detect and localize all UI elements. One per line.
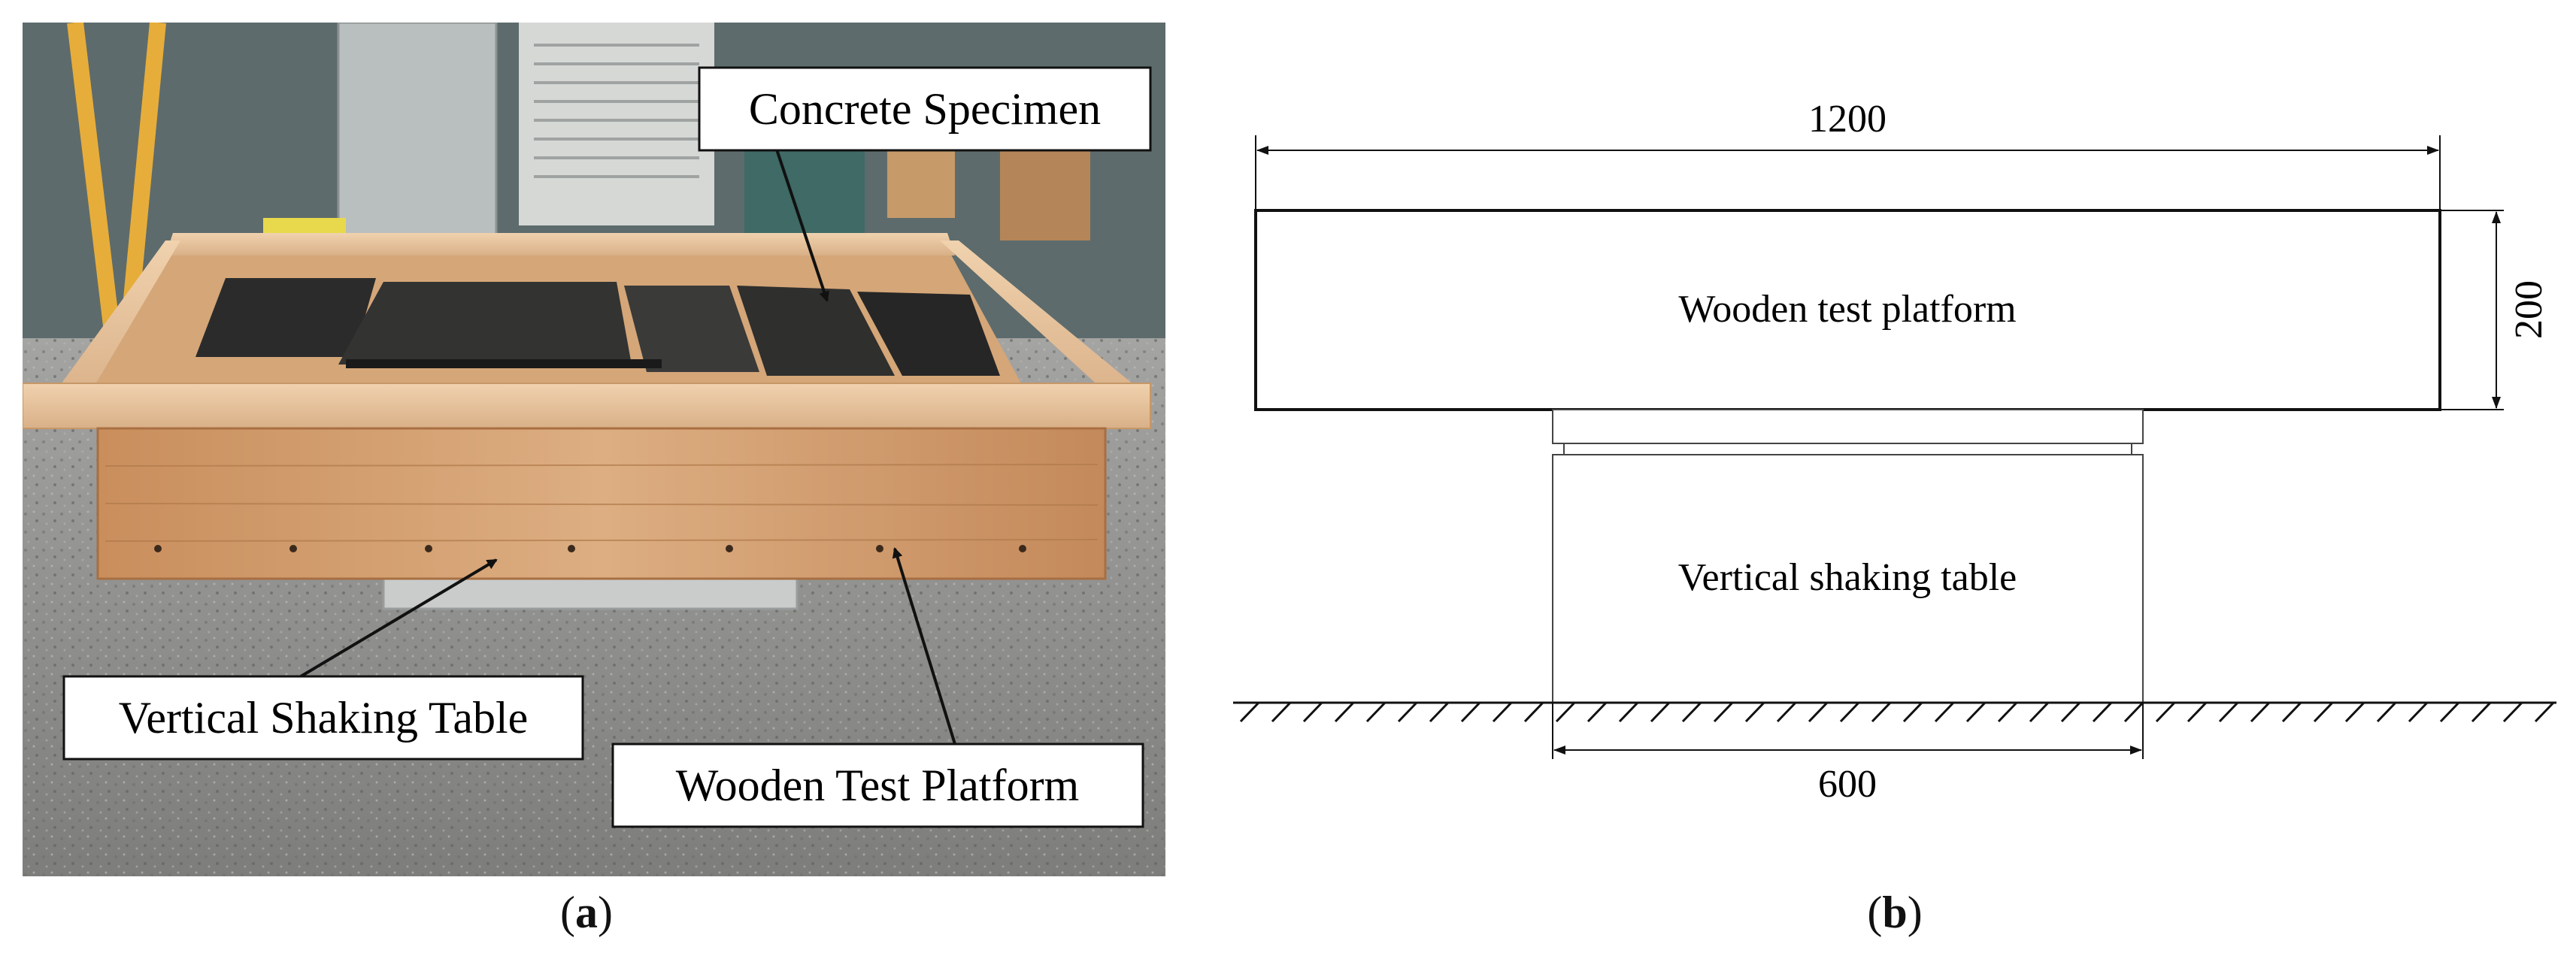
dimension-label-200: 200 xyxy=(2508,280,2550,339)
hatch-stroke xyxy=(2313,701,2334,723)
callout-shaking-table-text: Vertical Shaking Table xyxy=(119,693,529,743)
shaking-table-box xyxy=(1552,454,2144,703)
shaking-table-leader xyxy=(299,558,498,678)
screw-holes xyxy=(154,545,1026,552)
callout-vertical-shaking-table: Vertical Shaking Table xyxy=(62,675,584,761)
schematic-drawing: 1200 Wooden test platform 200 Vertical s… xyxy=(1233,98,2556,806)
hatch-stroke xyxy=(1713,701,1734,723)
hatch-stroke xyxy=(2155,701,2176,723)
hatch-stroke xyxy=(1397,701,1418,723)
caption-b: (b) xyxy=(1867,888,1923,937)
connector-plate xyxy=(1552,409,2144,444)
hatch-stroke xyxy=(1744,701,1765,723)
hatch-stroke xyxy=(1839,701,1860,723)
dimension-label-1200: 1200 xyxy=(1808,98,1887,141)
hatch-stroke xyxy=(1429,701,1450,723)
hatch-stroke xyxy=(1587,701,1608,723)
hatch-stroke xyxy=(2029,701,2050,723)
caption-a: (a) xyxy=(560,888,613,937)
hatch-stroke xyxy=(2344,701,2365,723)
schematic-panel: 1200 Wooden test platform 200 Vertical s… xyxy=(1233,98,2556,806)
hatch-stroke xyxy=(2092,701,2113,723)
hatch-stroke xyxy=(1492,701,1513,723)
hatch-stroke xyxy=(2534,701,2555,723)
hatch-stroke xyxy=(1365,701,1386,723)
platform-back-rim xyxy=(165,233,955,256)
photo-panel: Concrete Specimen Vertical Shaking Table… xyxy=(22,21,1165,876)
hatch-stroke xyxy=(1334,701,1355,723)
hatch-stroke xyxy=(1460,701,1481,723)
platform-label: Wooden test platform xyxy=(1678,288,2016,331)
callout-concrete-specimen: Concrete Specimen xyxy=(698,66,1152,152)
connector-plate-lower xyxy=(1563,443,2132,455)
hatch-stroke xyxy=(1618,701,1639,723)
hatch-stroke xyxy=(1902,701,1923,723)
dimension-label-600: 600 xyxy=(1818,763,1877,804)
callout-platform-text: Wooden Test Platform xyxy=(676,761,1079,810)
test-setup-photo: Concrete Specimen Vertical Shaking Table… xyxy=(22,21,1165,876)
hatch-stroke xyxy=(1271,701,1292,723)
hatch-stroke xyxy=(1997,701,2018,723)
hatch-stroke xyxy=(1776,701,1797,723)
platform-left-rim xyxy=(45,240,180,406)
hatch-stroke xyxy=(1965,701,1987,723)
platform-front-rim xyxy=(22,383,1151,429)
ac-vents xyxy=(534,44,699,178)
hatch-stroke xyxy=(2439,701,2460,723)
callout-specimen-text: Concrete Specimen xyxy=(749,84,1101,134)
hatch-stroke xyxy=(2123,701,2144,723)
platform-right-rim xyxy=(940,240,1150,406)
hatch-stroke xyxy=(2187,701,2208,723)
hatch-stroke xyxy=(2502,701,2523,723)
hatch-stroke xyxy=(1681,701,1702,723)
hatch-stroke xyxy=(1808,701,1829,723)
hatch-stroke xyxy=(2218,701,2239,723)
concrete-specimens xyxy=(195,278,1000,376)
specimen-leader xyxy=(773,142,829,302)
callout-wooden-test-platform: Wooden Test Platform xyxy=(611,743,1144,828)
shaking-table-label: Vertical shaking table xyxy=(1678,556,2017,599)
hatch-stroke xyxy=(2376,701,2397,723)
hatch-stroke xyxy=(2471,701,2492,723)
hatch-stroke xyxy=(1302,701,1323,723)
hatch-stroke xyxy=(1871,701,1892,723)
air-conditioner xyxy=(519,23,714,225)
hatch-stroke xyxy=(1934,701,1955,723)
hatch-stroke xyxy=(2281,701,2302,723)
hatch-stroke xyxy=(1650,701,1671,723)
hatch-stroke xyxy=(2408,701,2429,723)
platform-leader xyxy=(892,547,956,745)
hatch-stroke xyxy=(1555,701,1576,723)
hatch-stroke xyxy=(1239,701,1260,723)
cabinet xyxy=(337,21,498,250)
hatch-stroke xyxy=(1523,701,1544,723)
hatch-stroke xyxy=(2060,701,2081,723)
ground-hatching xyxy=(1239,701,2555,723)
wooden-platform-box xyxy=(1254,209,2441,411)
hatch-stroke xyxy=(2250,701,2271,723)
